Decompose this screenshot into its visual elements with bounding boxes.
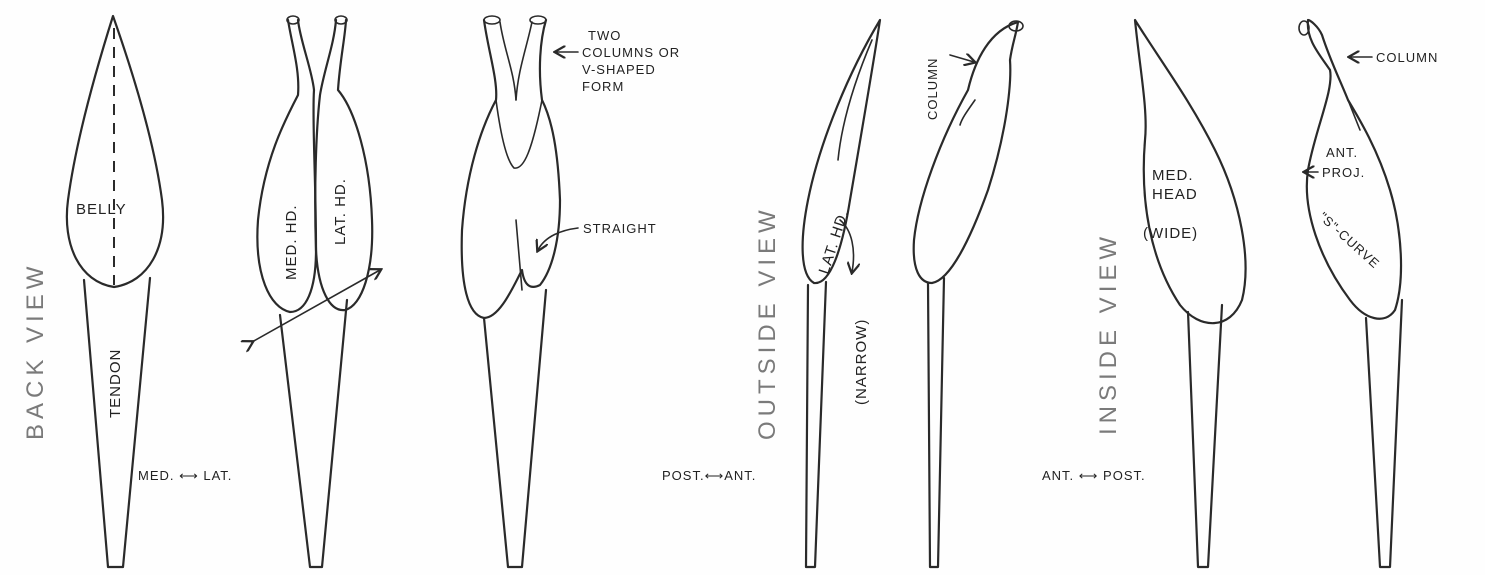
two-columns-line-4: FORM [582,79,624,94]
back-view-title: BACK VIEW [22,262,49,440]
figure-back-view-heads [252,16,380,567]
v-inner-right [516,22,532,100]
figure-outside-view [803,20,880,567]
inside-view-title: INSIDE VIEW [1095,232,1122,435]
med-lat-direction: MED. ⟷ LAT. [138,468,232,483]
ant-proj-line [1348,100,1360,130]
tendon-outline-5 [928,278,944,567]
tendon-outline-2 [280,300,347,567]
med-head-line-2: HEAD [1152,186,1198,203]
v-form-outline [462,20,560,318]
figure-v-shaped-form [462,16,578,567]
two-columns-line-3: V-SHAPED [582,62,656,77]
figure-inside-s-curve [1299,20,1402,567]
tendon-outline-6 [1188,305,1222,567]
column-inside-label: COLUMN [1376,50,1438,65]
tendon-outline-3 [484,290,546,567]
tendon-outline-4 [806,282,826,567]
straight-label: STRAIGHT [583,221,657,236]
post-ant-direction: POST.⟷ANT. [662,468,756,483]
belly-label: BELLY [76,201,127,218]
tendon-outline-7 [1366,300,1402,567]
outside-column-inner [960,100,975,125]
diagonal-arrow [252,270,380,342]
tendon-label: TENDON [107,349,124,418]
column-outside-label: COLUMN [925,58,940,120]
lat-hd-outside-label: LAT. HD. [816,207,853,276]
med-head-line-1: MED. [1152,167,1194,184]
ant-post-direction: ANT. ⟷ POST. [1042,468,1146,483]
lat-hd-label: LAT. HD. [332,178,349,245]
tendon-outline [84,278,150,567]
left-column-top [484,16,500,24]
ant-proj-line-2: PROJ. [1322,165,1365,180]
lateral-head-outline [315,20,372,310]
ant-proj-line-1: ANT. [1326,145,1358,160]
figure-back-view-single [67,16,163,567]
med-hd-label: MED. HD. [283,205,300,281]
figure-inside-view [1135,20,1246,567]
v-notch [496,100,542,168]
two-columns-line-1: TWO [588,28,621,43]
v-inner-left [500,22,516,100]
outside-view-title: OUTSIDE VIEW [754,205,781,440]
narrow-label: (NARROW) [853,319,870,405]
wide-label: (WIDE) [1143,225,1198,242]
two-columns-line-2: COLUMNS OR [582,45,680,60]
column-pointer-outside [950,55,974,62]
